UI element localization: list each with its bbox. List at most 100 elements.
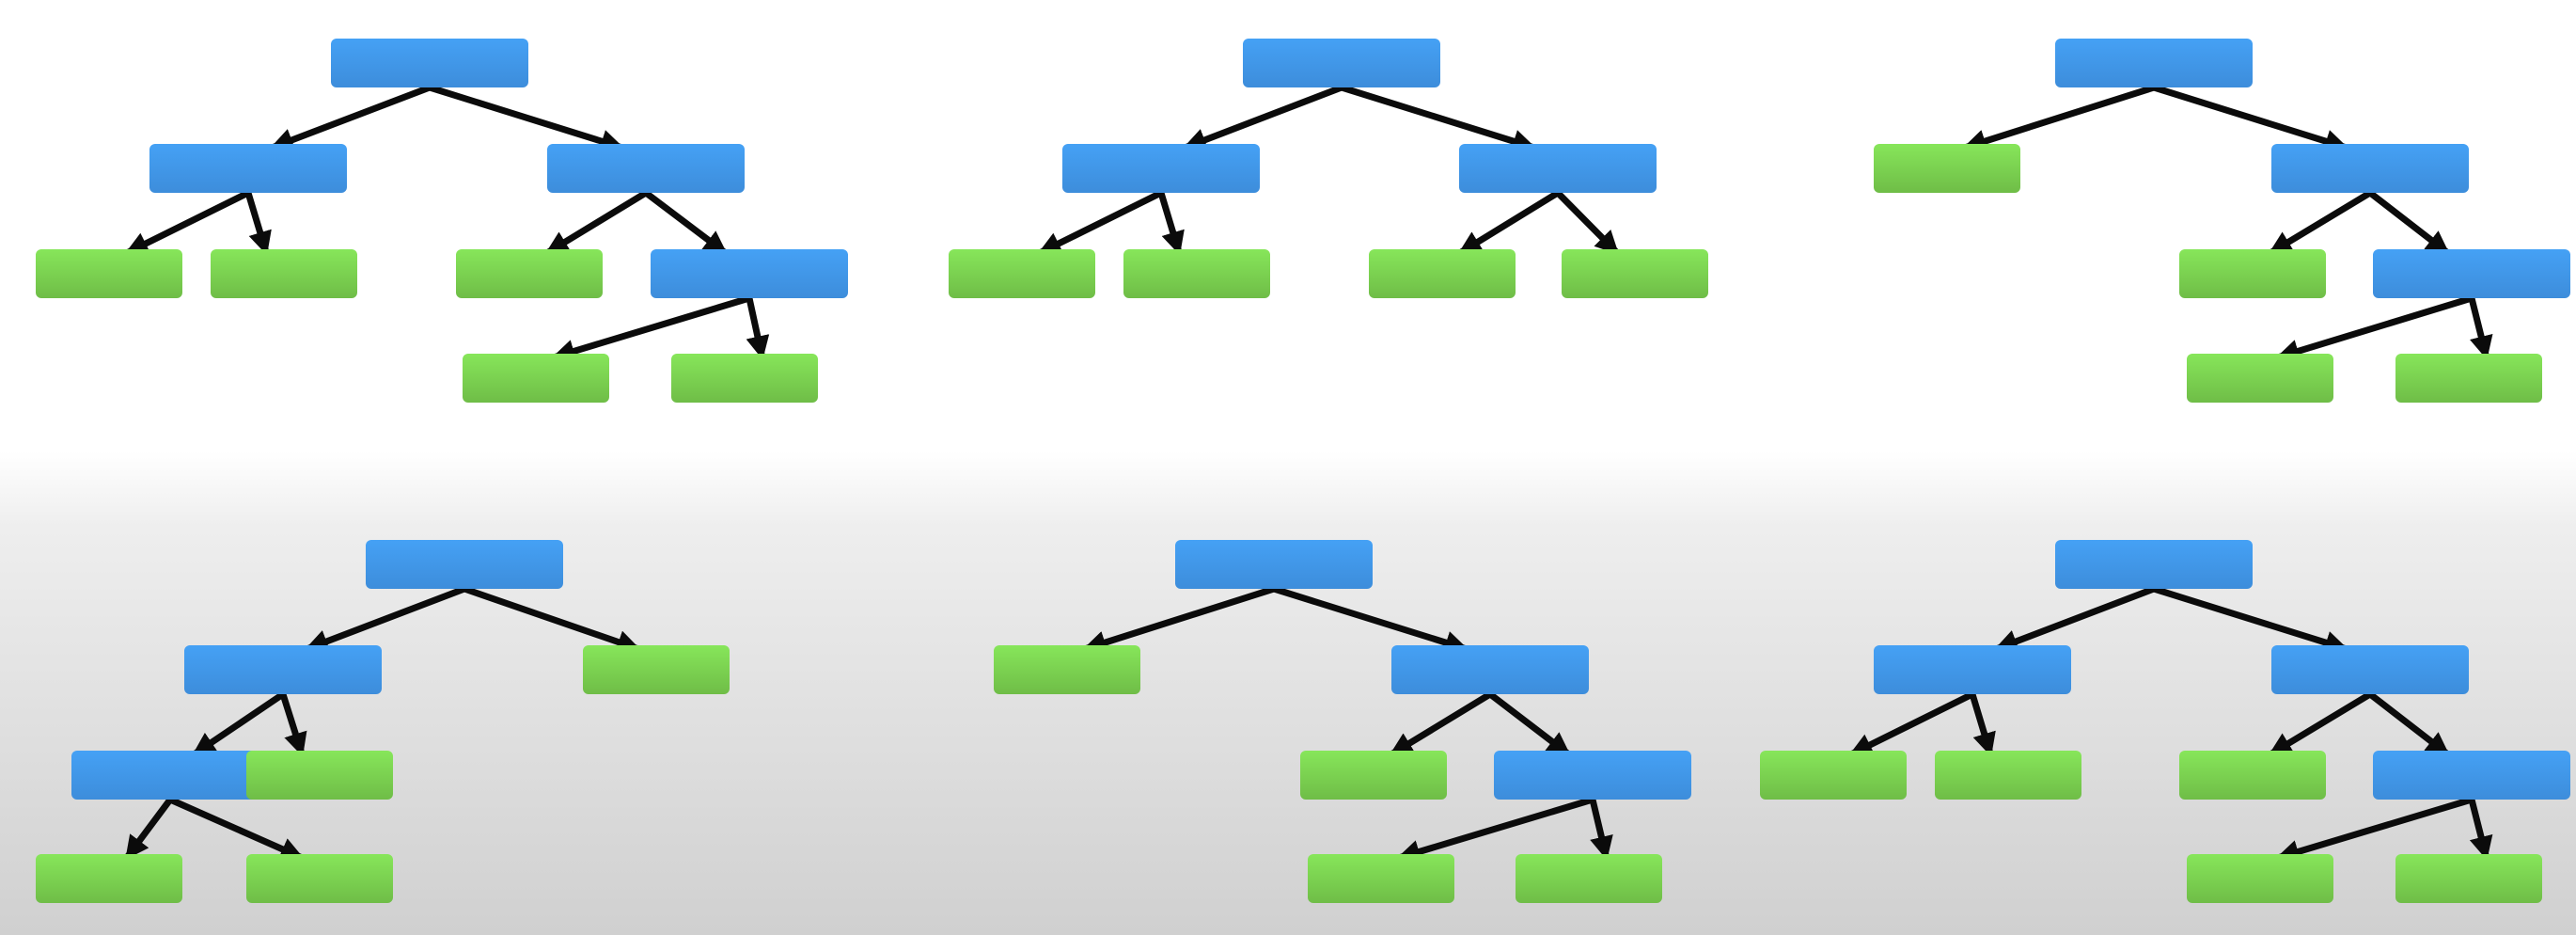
edge-arrow bbox=[1456, 189, 1562, 257]
leaf-node bbox=[36, 854, 182, 903]
edge-arrow bbox=[268, 84, 433, 151]
edge-arrow bbox=[1486, 690, 1573, 758]
edge-arrow bbox=[2366, 189, 2452, 257]
edge-arrow bbox=[461, 585, 642, 654]
edge-arrow bbox=[1270, 585, 1470, 655]
edge-arrow bbox=[1554, 189, 1621, 257]
edge-arrow bbox=[2267, 189, 2374, 257]
edge-arrow bbox=[303, 585, 468, 653]
internal-node bbox=[71, 751, 269, 800]
internal-node bbox=[2055, 39, 2253, 87]
internal-node bbox=[366, 540, 563, 589]
leaf-node bbox=[671, 354, 818, 403]
edge-arrow bbox=[2366, 690, 2452, 758]
leaf-node bbox=[1516, 854, 1662, 903]
leaf-node bbox=[583, 645, 730, 694]
leaf-node bbox=[1369, 249, 1516, 298]
tree-1 bbox=[36, 39, 848, 403]
leaf-node bbox=[2179, 751, 2326, 800]
leaf-node bbox=[994, 645, 1140, 694]
leaf-node bbox=[1935, 751, 2081, 800]
internal-node bbox=[2373, 249, 2570, 298]
internal-node bbox=[1175, 540, 1373, 589]
internal-node bbox=[547, 144, 745, 193]
edge-arrow bbox=[1338, 84, 1538, 153]
edge-arrow bbox=[2274, 294, 2475, 363]
edge-arrow bbox=[2468, 294, 2493, 361]
tree-1-edges bbox=[123, 84, 770, 363]
edge-arrow bbox=[123, 189, 252, 257]
leaf-node bbox=[463, 354, 609, 403]
edge-arrow bbox=[123, 796, 174, 862]
edge-arrow bbox=[426, 84, 626, 153]
tree-6 bbox=[1760, 540, 2570, 903]
edge-arrow bbox=[543, 189, 650, 257]
edge-arrow bbox=[1157, 189, 1185, 257]
leaf-node bbox=[2395, 854, 2542, 903]
internal-node bbox=[2271, 144, 2469, 193]
leaf-node bbox=[246, 751, 393, 800]
leaf-node bbox=[1874, 144, 2020, 193]
internal-node bbox=[651, 249, 848, 298]
leaf-node bbox=[2395, 354, 2542, 403]
tree-3-edges bbox=[1961, 84, 2493, 363]
edge-arrow bbox=[1181, 84, 1345, 151]
internal-node bbox=[2271, 645, 2469, 694]
internal-node bbox=[1494, 751, 1691, 800]
nodes-layer bbox=[36, 39, 2570, 903]
leaf-node bbox=[1308, 854, 1454, 903]
edge-arrow bbox=[2150, 585, 2350, 655]
edge-arrow bbox=[1847, 690, 1976, 758]
leaf-node bbox=[1562, 249, 1708, 298]
edge-arrow bbox=[2274, 796, 2475, 864]
internal-node bbox=[184, 645, 382, 694]
tree-4 bbox=[36, 540, 730, 903]
leaf-node bbox=[456, 249, 603, 298]
edge-arrow bbox=[1395, 796, 1596, 864]
edge-arrow bbox=[1589, 796, 1613, 862]
edge-arrow bbox=[1961, 84, 2158, 153]
tree-3 bbox=[1874, 39, 2570, 403]
leaf-node bbox=[2187, 854, 2333, 903]
leaf-node bbox=[2187, 354, 2333, 403]
edges-layer bbox=[123, 84, 2493, 864]
edge-arrow bbox=[2267, 690, 2374, 758]
tree-5-edges bbox=[1081, 585, 1613, 864]
tree-2-edges bbox=[1036, 84, 1621, 257]
edge-arrow bbox=[1992, 585, 2158, 653]
leaf-node bbox=[949, 249, 1095, 298]
internal-node bbox=[2373, 751, 2570, 800]
leaf-node bbox=[36, 249, 182, 298]
edge-arrow bbox=[746, 294, 770, 361]
leaf-node bbox=[211, 249, 357, 298]
edge-arrow bbox=[279, 690, 307, 758]
edge-arrow bbox=[642, 189, 730, 257]
edge-arrow bbox=[190, 690, 287, 758]
edge-arrow bbox=[1036, 189, 1165, 257]
tree-2 bbox=[949, 39, 1708, 298]
edge-arrow bbox=[2468, 796, 2493, 862]
edge-arrow bbox=[1081, 585, 1278, 655]
internal-node bbox=[1243, 39, 1440, 87]
edge-arrow bbox=[550, 294, 753, 363]
leaf-node bbox=[2179, 249, 2326, 298]
tree-6-edges bbox=[1847, 585, 2493, 864]
leaf-node bbox=[1300, 751, 1447, 800]
internal-node bbox=[1874, 645, 2071, 694]
edge-arrow bbox=[2150, 84, 2350, 153]
leaf-node bbox=[1123, 249, 1270, 298]
edge-arrow bbox=[166, 796, 306, 862]
edge-arrow bbox=[1969, 690, 1996, 758]
internal-node bbox=[1391, 645, 1589, 694]
internal-node bbox=[1459, 144, 1657, 193]
leaf-node bbox=[1760, 751, 1907, 800]
internal-node bbox=[149, 144, 347, 193]
internal-node bbox=[331, 39, 528, 87]
internal-node bbox=[2055, 540, 2253, 589]
internal-node bbox=[1062, 144, 1260, 193]
edge-arrow bbox=[244, 189, 272, 257]
tree-5 bbox=[994, 540, 1691, 903]
leaf-node bbox=[246, 854, 393, 903]
